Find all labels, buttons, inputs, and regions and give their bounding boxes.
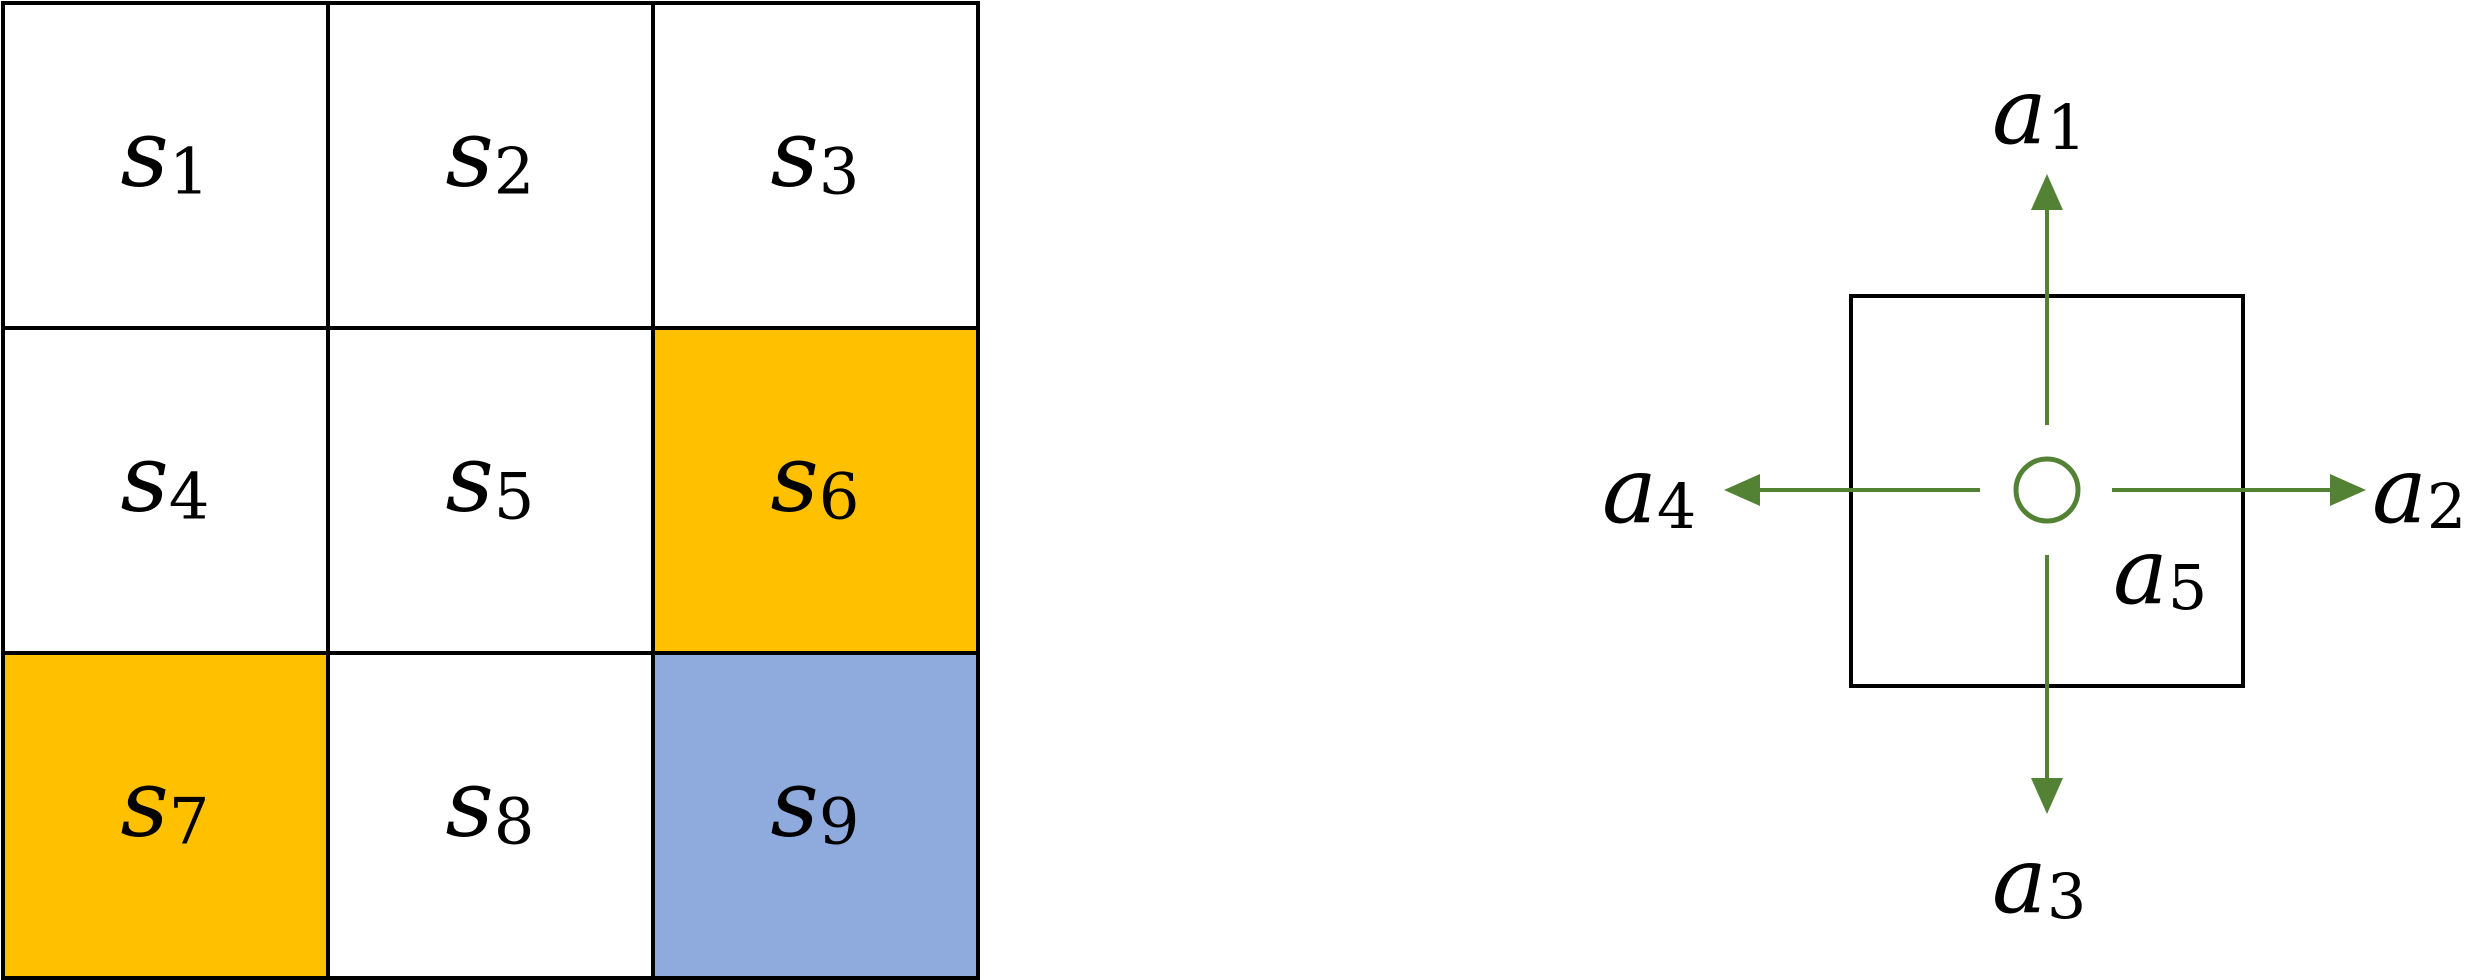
state-label-s2: s2: [446, 100, 535, 210]
state-label-s1: s1: [121, 100, 210, 210]
action-label-up: a1: [1992, 58, 2086, 165]
action-label-stay: a5: [2113, 518, 2207, 625]
stay-circle: [2013, 456, 2081, 524]
action-diagram: a1 a2 a3 a4 a5: [1602, 58, 2466, 934]
state-label-s4: s4: [121, 425, 210, 535]
grid-cell-s8: [326, 651, 655, 980]
action-label-left: a4: [1602, 437, 1696, 544]
grid-world: s1 s2 s3 s4 s5 s6 s7 s8 s9: [1, 1, 980, 980]
state-label-s6: s6: [771, 425, 860, 535]
grid-cell-s9: [651, 651, 980, 980]
action-label-right: a2: [2372, 437, 2466, 544]
grid-cell-s1: [1, 1, 330, 330]
state-label-s8: s8: [446, 750, 535, 860]
action-label-down: a3: [1992, 827, 2086, 934]
state-label-s5: s5: [446, 425, 535, 535]
grid-cell-s3: [651, 1, 980, 330]
state-label-s9: s9: [771, 750, 860, 860]
grid-cell-s7: [1, 651, 330, 980]
state-label-s7: s7: [121, 750, 210, 860]
state-label-s3: s3: [771, 100, 860, 210]
grid-cell-s6: [651, 326, 980, 655]
grid-cell-s4: [1, 326, 330, 655]
